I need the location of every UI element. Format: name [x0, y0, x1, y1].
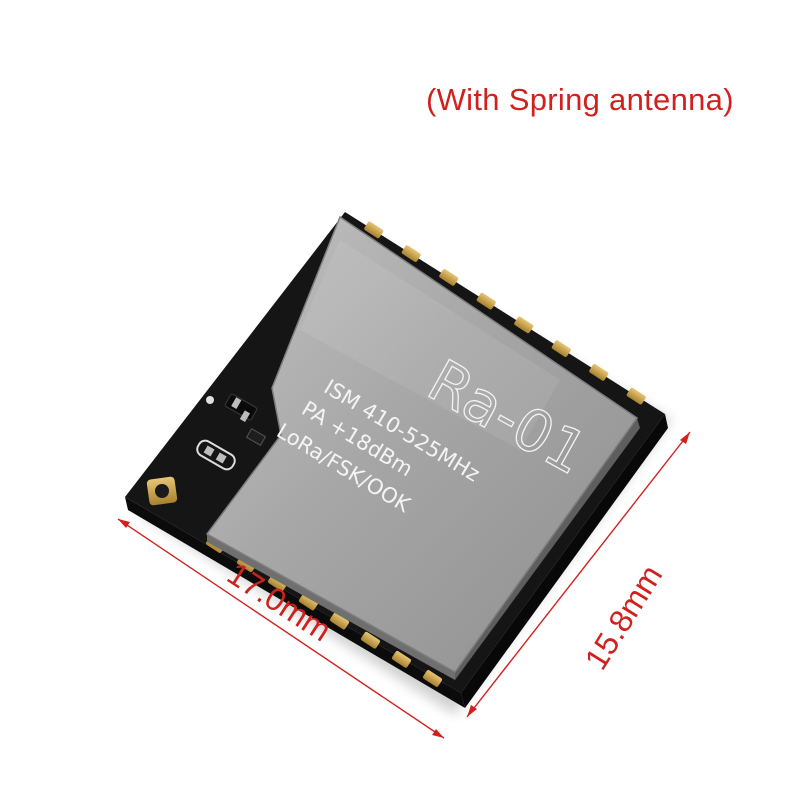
castellated-pad: [267, 574, 288, 592]
shield-side-right: [455, 418, 640, 680]
shield-side: [207, 534, 455, 680]
castellated-pad: [422, 670, 443, 687]
shield-highlight: [300, 240, 560, 450]
castellated-pad: [551, 340, 571, 357]
castellated-pad: [401, 245, 421, 262]
rf-shield: [205, 215, 639, 673]
castellated-pad: [476, 292, 496, 310]
castellated-pad: [360, 631, 381, 649]
castellated-pad: [364, 221, 384, 239]
corner-pad: [146, 476, 178, 506]
pcb-edge: [125, 497, 465, 708]
castellated-pad: [589, 364, 609, 381]
width-dimension: [117, 518, 445, 739]
castellated-pad: [439, 269, 459, 286]
castellated-pad: [626, 387, 646, 405]
castellated-pad: [298, 593, 319, 611]
top-pads: [364, 221, 646, 405]
castellated-pad: [514, 316, 534, 334]
product-caption: (With Spring antenna): [426, 82, 734, 117]
castellated-pad: [391, 650, 412, 668]
smd-components: [196, 393, 267, 471]
height-dimension: [466, 431, 691, 718]
pcb-edge-right: [461, 414, 668, 708]
castellated-pad: [329, 612, 350, 630]
height-label: 15.8mm: [578, 559, 670, 676]
